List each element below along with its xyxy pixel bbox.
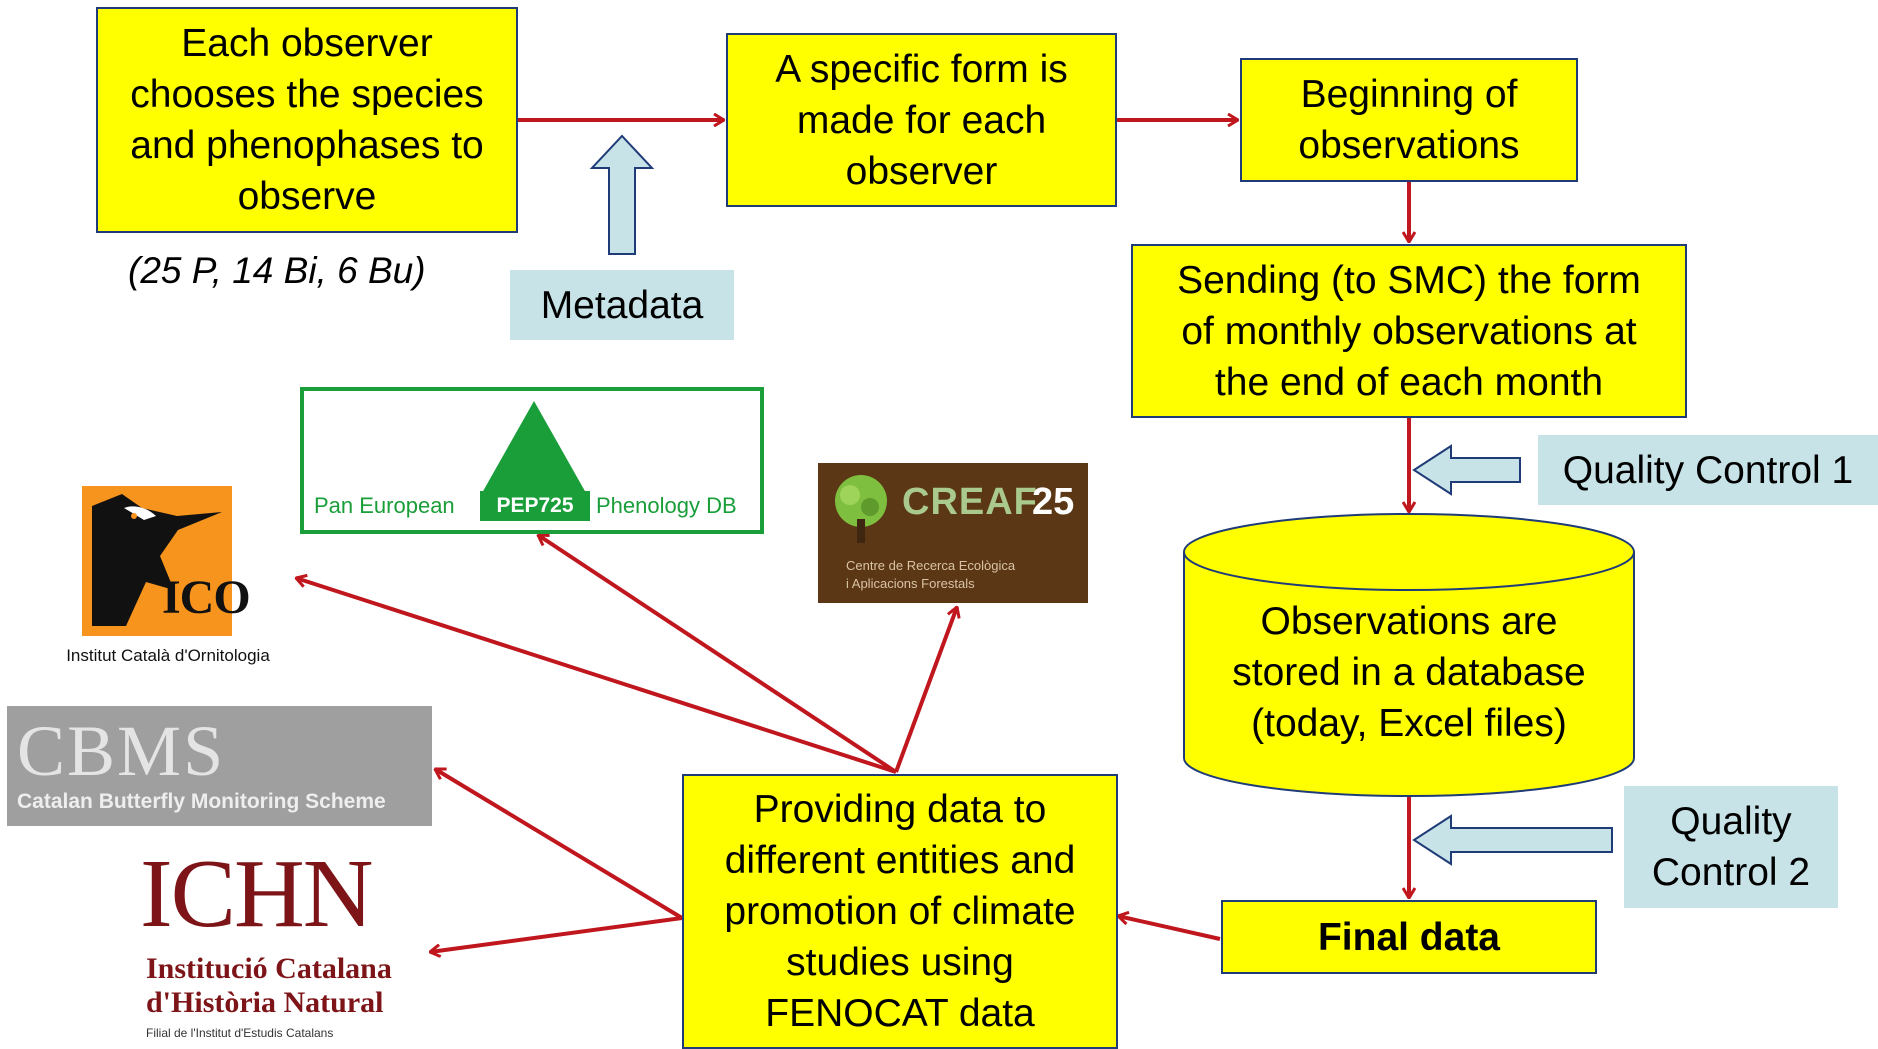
creaf-logo: CREAF 25 Centre de Recerca Ecològica i A… <box>818 463 1088 603</box>
node-final-data: Final data <box>1221 900 1597 974</box>
creaf-wordmark: CREAF <box>902 481 1038 523</box>
database-cylinder <box>1183 513 1635 797</box>
qc2-left-arrow <box>1412 814 1613 866</box>
pep725-center-text: PEP725 <box>496 494 574 517</box>
creaf-anniversary: 25 <box>1032 481 1075 523</box>
node-beginning-observations: Beginning of observations <box>1240 58 1578 182</box>
arrow-to-cbms <box>435 767 684 920</box>
pep725-left-text: Pan European <box>314 493 455 518</box>
cbms-caption: Catalan Butterfly Monitoring Scheme <box>17 790 386 813</box>
node-sending-form: Sending (to SMC) the form of monthly obs… <box>1131 244 1687 418</box>
species-counts-note: (25 P, 14 Bi, 6 Bu) <box>128 250 426 291</box>
node-choose-species: Each observer chooses the species and ph… <box>96 7 518 233</box>
creaf-tree-icon <box>835 475 887 543</box>
quality-control-1-label: Quality Control 1 <box>1538 435 1878 505</box>
pep725-logo: Pan European PEP725 Phenology DB <box>300 387 764 534</box>
qc1-left-arrow <box>1412 444 1521 496</box>
ichn-logo: ICHN Institució Catalana d'Història Natu… <box>130 852 430 1049</box>
ichn-line-2: d'Història Natural <box>146 986 384 1019</box>
metadata-up-arrow <box>589 134 655 255</box>
pep725-right-text: Phenology DB <box>596 493 737 518</box>
ichn-mark: ICHN <box>140 852 374 948</box>
arrow-to-pep725 <box>538 533 898 774</box>
metadata-label: Metadata <box>510 270 734 340</box>
cbms-mark: CBMS <box>17 711 226 791</box>
creaf-line-1: Centre de Recerca Ecològica <box>846 558 1016 573</box>
node-database: Observations are stored in a database (t… <box>1232 599 1586 745</box>
arrow-final-to-providing <box>1118 916 1221 941</box>
ichn-line-3: Filial de l'Institut d'Estudis Catalans <box>146 1026 334 1040</box>
ico-mark: ICO <box>162 571 251 624</box>
ico-logo: ICO Institut Català d'Ornitologia <box>38 486 298 672</box>
cbms-logo: CBMS Catalan Butterfly Monitoring Scheme <box>7 706 432 826</box>
creaf-line-2: i Aplicacions Forestals <box>846 576 975 591</box>
arrow-to-ico <box>296 578 897 774</box>
pep725-center-band <box>480 491 590 521</box>
hoopoe-bird-icon <box>92 494 222 626</box>
node-specific-form: A specific form is made for each observe… <box>726 33 1117 207</box>
ico-caption: Institut Català d'Ornitologia <box>66 646 270 665</box>
ichn-line-1: Institució Catalana <box>146 952 392 985</box>
pep725-triangle-icon <box>482 401 586 493</box>
arrow-to-creaf <box>894 607 957 773</box>
node-providing-data: Providing data to different entities and… <box>682 774 1118 1049</box>
arrow-to-ichn <box>430 916 683 952</box>
quality-control-2-label: Quality Control 2 <box>1624 786 1838 908</box>
